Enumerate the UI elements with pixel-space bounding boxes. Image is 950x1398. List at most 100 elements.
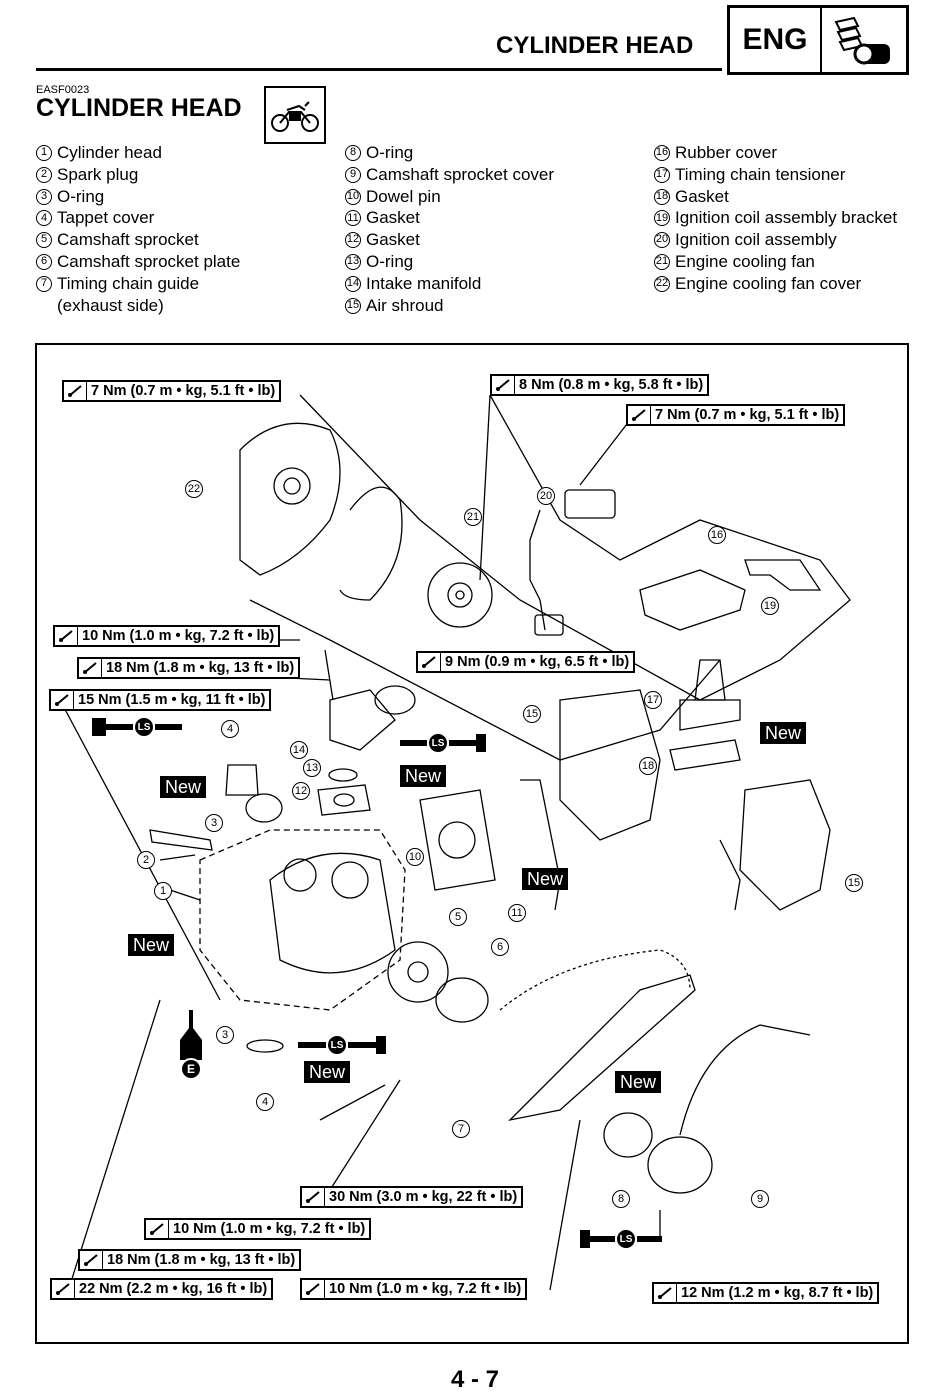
torque-value: 9 Nm (0.9 m • kg, 6.5 ft • lb) <box>445 654 630 670</box>
part-callout: 5 <box>449 908 467 926</box>
part-callout: 17 <box>644 691 662 709</box>
ls-label: LS <box>133 716 155 738</box>
part-callout: 19 <box>761 597 779 615</box>
part-callout: 14 <box>290 741 308 759</box>
part-callout: 1 <box>154 882 172 900</box>
torque-spec-label: 10 Nm (1.0 m • kg, 7.2 ft • lb) <box>144 1218 372 1240</box>
legend-text: Gasket <box>366 230 420 250</box>
legend-number: 10 <box>345 188 361 205</box>
torque-value: 8 Nm (0.8 m • kg, 5.8 ft • lb) <box>519 377 704 393</box>
engine-camshaft-icon <box>822 8 906 72</box>
legend-number: 16 <box>654 145 670 161</box>
torque-wrench-icon <box>55 627 78 645</box>
legend-number: 13 <box>345 253 361 270</box>
torque-spec-label: 9 Nm (0.9 m • kg, 6.5 ft • lb) <box>416 651 636 673</box>
ls-label: LS <box>615 1228 637 1250</box>
legend-number: 19 <box>654 210 670 227</box>
legend-number: 2 <box>36 166 52 183</box>
exploded-diagram-frame <box>35 343 909 1344</box>
legend-number: 17 <box>654 166 670 183</box>
torque-value: 12 Nm (1.2 m • kg, 8.7 ft • lb) <box>681 1285 874 1301</box>
legend-text: Cylinder head <box>57 143 162 162</box>
legend-number: 12 <box>345 232 361 249</box>
ls-label: LS <box>326 1034 348 1056</box>
part-callout: 3 <box>205 814 223 832</box>
part-callout: 3 <box>216 1026 234 1044</box>
page-header-title: CYLINDER HEAD <box>496 32 694 59</box>
legend-number: 20 <box>654 232 670 249</box>
part-callout: 21 <box>464 508 482 526</box>
legend-text: O-ring <box>366 143 414 162</box>
eng-tab: ENG <box>727 5 909 75</box>
torque-value: 30 Nm (3.0 m • kg, 22 ft • lb) <box>329 1189 518 1205</box>
new-part-tag: New <box>128 934 175 956</box>
legend-number: 3 <box>36 188 52 205</box>
page-number: 4 - 7 <box>450 1366 500 1393</box>
new-part-tag: New <box>615 1071 662 1093</box>
torque-spec-label: 8 Nm (0.8 m • kg, 5.8 ft • lb) <box>490 374 710 396</box>
torque-wrench-icon <box>79 659 102 677</box>
document-code: EASF0023 <box>36 84 90 96</box>
torque-wrench-icon <box>628 406 651 424</box>
legend-text: Gasket <box>366 208 420 228</box>
legend-text: Ignition coil assembly bracket <box>675 208 898 228</box>
legend-text: Ignition coil assembly <box>675 230 837 250</box>
legend-number: 1 <box>36 145 52 161</box>
legend-number: 8 <box>345 145 361 161</box>
legend-text: Dowel pin <box>366 186 441 206</box>
legend-number: 7 <box>36 275 52 292</box>
part-callout: 15 <box>845 874 863 892</box>
torque-wrench-icon <box>146 1220 169 1238</box>
part-callout: 4 <box>221 720 239 738</box>
legend-number: 6 <box>36 253 52 270</box>
torque-value: 15 Nm (1.5 m • kg, 11 ft • lb) <box>78 692 266 708</box>
torque-spec-label: 10 Nm (1.0 m • kg, 7.2 ft • lb) <box>53 625 281 647</box>
oil-label: E <box>180 1058 202 1080</box>
legend-item: 8 O-ring <box>345 142 554 164</box>
legend-number: 9 <box>345 166 361 183</box>
legend-text: Camshaft sprocket cover <box>366 164 555 184</box>
new-part-tag: New <box>400 765 447 787</box>
legend-number: 4 <box>36 210 52 227</box>
motorcycle-icon <box>264 86 326 144</box>
part-callout: 6 <box>491 938 509 956</box>
legend-item: 1 Cylinder head <box>36 142 240 164</box>
torque-spec-label: 7 Nm (0.7 m • kg, 5.1 ft • lb) <box>626 404 846 426</box>
section-title: CYLINDER HEAD <box>36 94 242 122</box>
legend-text: Camshaft sprocket <box>57 230 199 250</box>
legend-text: Timing chain guide (exhaust side) <box>57 273 200 315</box>
torque-value: 7 Nm (0.7 m • kg, 5.1 ft • lb) <box>91 383 276 399</box>
torque-spec-label: 22 Nm (2.2 m • kg, 16 ft • lb) <box>50 1278 274 1300</box>
torque-wrench-icon <box>51 691 74 709</box>
legend-item: 12 Gasket <box>345 229 554 251</box>
torque-value: 10 Nm (1.0 m • kg, 7.2 ft • lb) <box>173 1221 366 1237</box>
torque-value: 22 Nm (2.2 m • kg, 16 ft • lb) <box>79 1281 268 1297</box>
part-callout: 8 <box>612 1190 630 1208</box>
lithium-soap-grease-icon: LS <box>92 716 182 738</box>
part-callout: 4 <box>256 1093 274 1111</box>
header-rule <box>36 68 722 71</box>
legend-column-2: 8 O-ring 9 Camshaft sprocket cover 10 Dowel… <box>345 142 554 316</box>
legend-number: 18 <box>654 188 670 205</box>
torque-spec-label: 10 Nm (1.0 m • kg, 7.2 ft • lb) <box>300 1278 528 1300</box>
legend-text: Rubber cover <box>675 143 778 162</box>
new-part-tag: New <box>522 868 569 890</box>
part-callout: 22 <box>185 480 203 498</box>
part-callout: 13 <box>303 759 321 777</box>
part-callout: 18 <box>639 757 657 775</box>
legend-number: 22 <box>654 275 670 292</box>
part-callout: 2 <box>137 851 155 869</box>
torque-spec-label: 18 Nm (1.8 m • kg, 13 ft • lb) <box>77 657 301 679</box>
new-part-tag: New <box>304 1061 351 1083</box>
torque-value: 7 Nm (0.7 m • kg, 5.1 ft • lb) <box>655 407 840 423</box>
new-part-tag: New <box>160 776 207 798</box>
